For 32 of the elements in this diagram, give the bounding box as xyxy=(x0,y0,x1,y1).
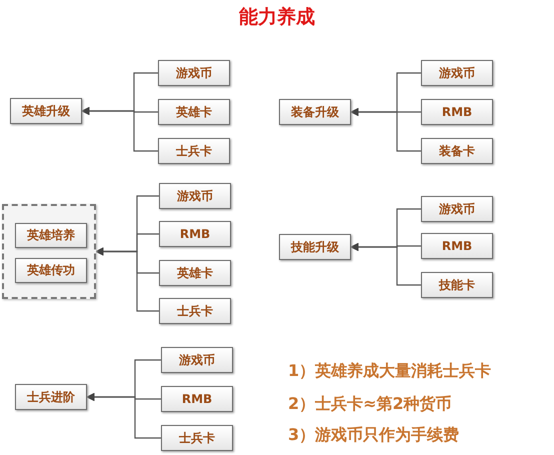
process-box: 英雄卡 xyxy=(159,260,231,286)
process-box: 游戏币 xyxy=(421,196,493,222)
process-box: 士兵进阶 xyxy=(15,384,87,410)
connector-arrow xyxy=(95,247,159,312)
process-box: 游戏币 xyxy=(158,60,230,86)
process-box: 英雄卡 xyxy=(158,99,230,125)
process-box: RMB xyxy=(159,221,231,247)
process-box: 英雄培养 xyxy=(15,223,87,248)
process-box: 英雄升级 xyxy=(10,98,82,124)
connector-arrow xyxy=(350,242,421,286)
note-text: 3）游戏币只作为手续费 xyxy=(288,425,460,446)
process-box: 游戏币 xyxy=(159,183,231,209)
process-box: 游戏币 xyxy=(421,60,493,86)
process-box: RMB xyxy=(421,99,493,125)
process-box: RMB xyxy=(421,233,493,259)
connector-arrow xyxy=(350,108,421,152)
note-text: 1）英雄养成大量消耗士兵卡 xyxy=(288,361,492,382)
connector-arrow xyxy=(86,392,161,439)
process-box: 技能升级 xyxy=(279,234,351,260)
process-box: 士兵卡 xyxy=(158,138,230,164)
process-box: 装备卡 xyxy=(421,138,493,164)
process-box: 装备升级 xyxy=(279,99,351,125)
process-box: 游戏币 xyxy=(161,347,233,373)
dashed-group-box xyxy=(2,204,96,299)
process-box: RMB xyxy=(161,386,233,412)
process-box: 技能卡 xyxy=(421,272,493,298)
process-box: 士兵卡 xyxy=(161,425,233,451)
process-box: 士兵卡 xyxy=(159,298,231,324)
process-box: 英雄传功 xyxy=(15,258,87,283)
diagram-title: 能力养成 xyxy=(238,5,316,30)
note-text: 2）士兵卡≈第2种货币 xyxy=(288,394,452,415)
connector-arrow xyxy=(81,106,158,152)
